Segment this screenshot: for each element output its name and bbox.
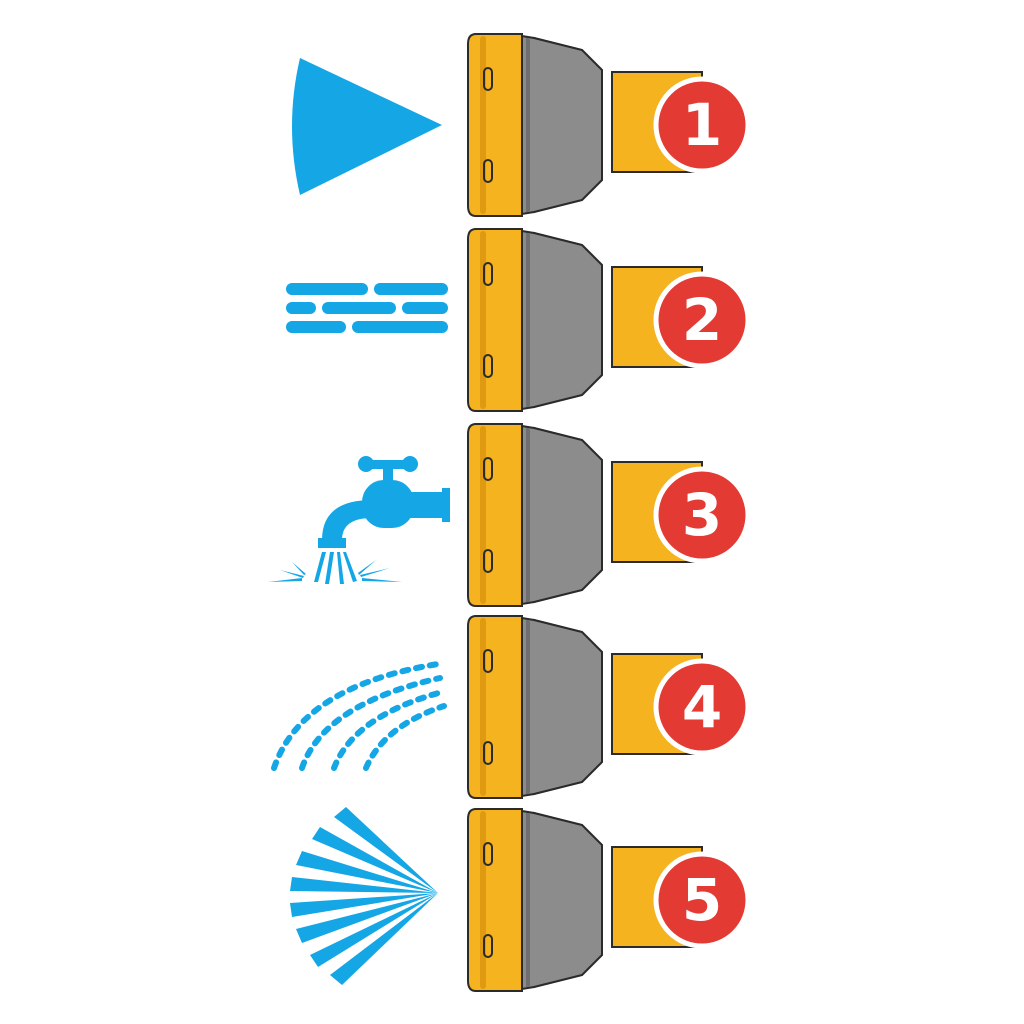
setting-row-1: 1	[0, 30, 1024, 220]
setting-row-5: 5	[0, 805, 1024, 995]
nozzle-head-5	[462, 805, 762, 995]
setting-number-badge: 1	[681, 91, 723, 159]
flat-stream-icon	[262, 225, 452, 415]
setting-row-3: 3	[0, 420, 1024, 610]
setting-number-badge: 5	[681, 866, 723, 934]
setting-number-badge: 3	[681, 481, 723, 549]
nozzle-head-4	[462, 612, 762, 802]
fan-spray-icon	[262, 805, 452, 995]
setting-number-badge: 4	[681, 673, 723, 741]
jet-cone-icon	[262, 30, 452, 220]
mist-arc-icon	[262, 612, 452, 802]
nozzle-head-1	[462, 30, 762, 220]
setting-row-4: 4	[0, 612, 1024, 802]
nozzle-head-3	[462, 420, 762, 610]
tap-shower-icon	[262, 420, 452, 610]
setting-number-badge: 2	[681, 286, 723, 354]
nozzle-head-2	[462, 225, 762, 415]
setting-row-2: 2	[0, 225, 1024, 415]
